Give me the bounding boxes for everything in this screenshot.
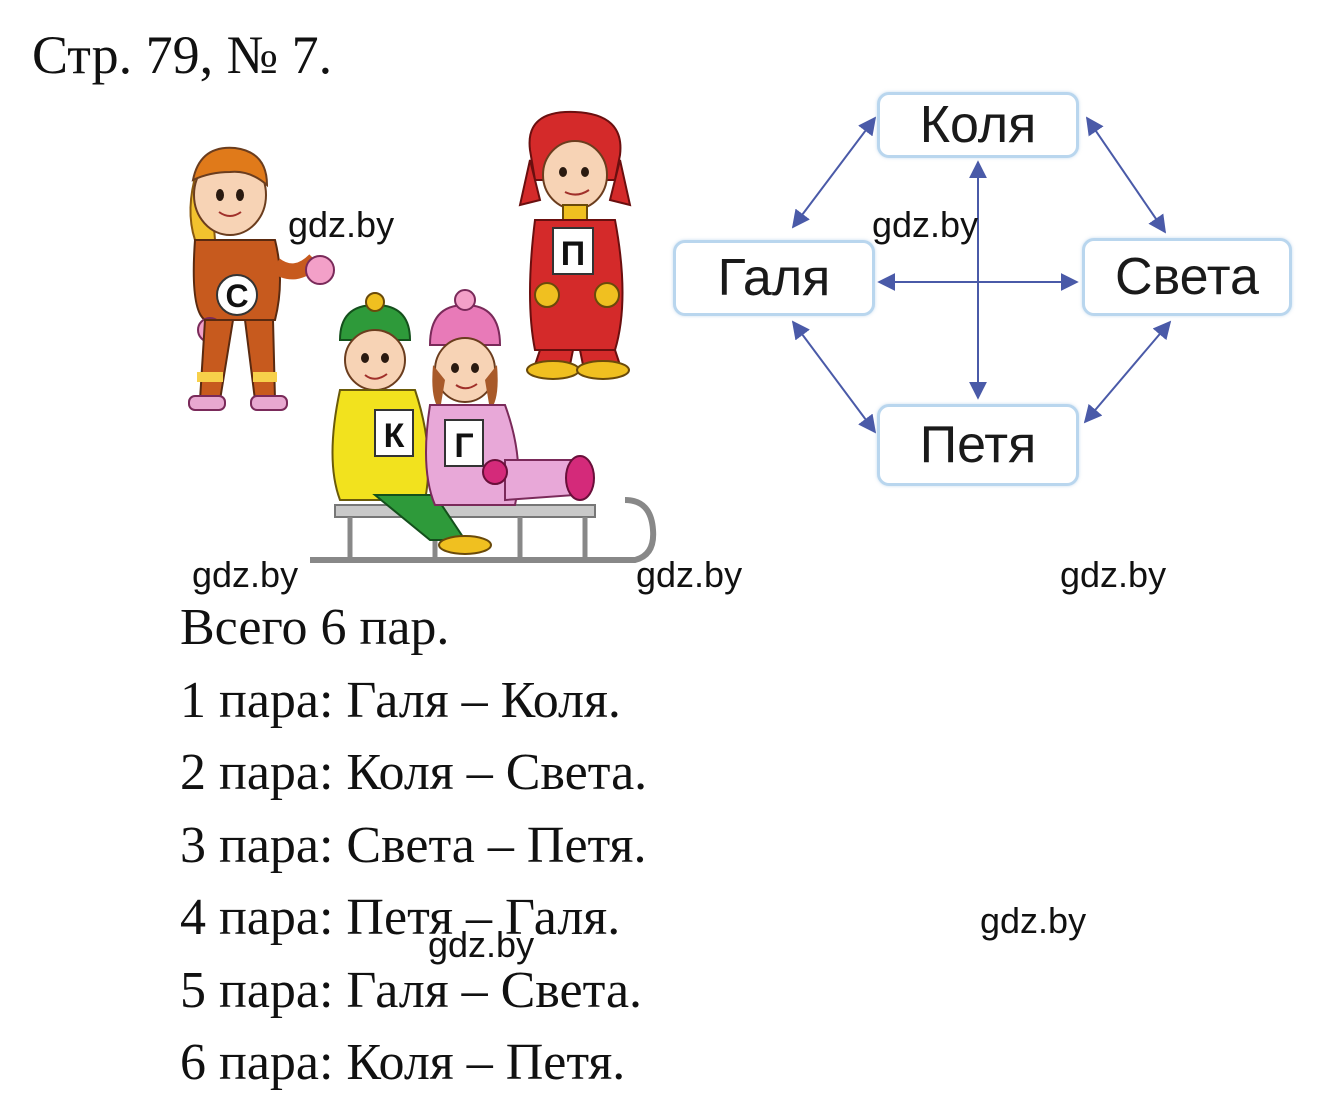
answer-pair: 3 пара: Света – Петя. (180, 816, 647, 874)
child-s-figure: С (188, 146, 335, 411)
child-p-letter: П (561, 235, 585, 273)
node-sveta: Света (1082, 238, 1292, 316)
watermark: gdz.by (636, 554, 743, 595)
child-g-letter: Г (454, 427, 473, 465)
answer-pair: 6 пара: Коля – Петя. (180, 1034, 626, 1091)
children-illustration: С П (188, 110, 657, 563)
child-p-figure: П (518, 110, 632, 380)
node-galya: Галя (673, 240, 875, 316)
node-kolya: Коля (877, 92, 1079, 158)
watermark: gdz.by (872, 204, 979, 245)
answer-pair: 1 пара: Галя – Коля. (180, 671, 621, 729)
child-k-figure: К (331, 292, 492, 555)
node-petya: Петя (877, 404, 1079, 486)
edge-petya-galya (791, 320, 877, 434)
answer-pair: 2 пара: Коля – Света. (180, 744, 648, 801)
answer-block: Всего 6 пар. 1 пара: Галя – Коля. 2 пара… (180, 592, 647, 1100)
pairs-graph: Коля Галя Света Петя (665, 92, 1305, 500)
answer-pair: 4 пара: Петя – Галя. (180, 889, 621, 946)
edge-kolya-sveta (1085, 116, 1167, 234)
answer-pair: 5 пара: Галя – Света. (180, 961, 643, 1019)
watermark: gdz.by (980, 900, 1087, 941)
watermark: gdz.by (288, 204, 395, 245)
page-heading: Стр. 79, № 7. (32, 25, 333, 85)
graph-edges (791, 116, 1172, 434)
child-k-letter: К (384, 417, 405, 455)
watermark: gdz.by (428, 924, 535, 965)
edge-sveta-petya (1083, 320, 1172, 424)
edge-galya-kolya (791, 116, 877, 229)
answer-total: Всего 6 пар. (180, 599, 450, 656)
watermark: gdz.by (192, 554, 299, 595)
child-s-letter: С (225, 278, 248, 314)
child-g-figure: Г (425, 289, 595, 506)
watermark: gdz.by (1060, 554, 1167, 595)
